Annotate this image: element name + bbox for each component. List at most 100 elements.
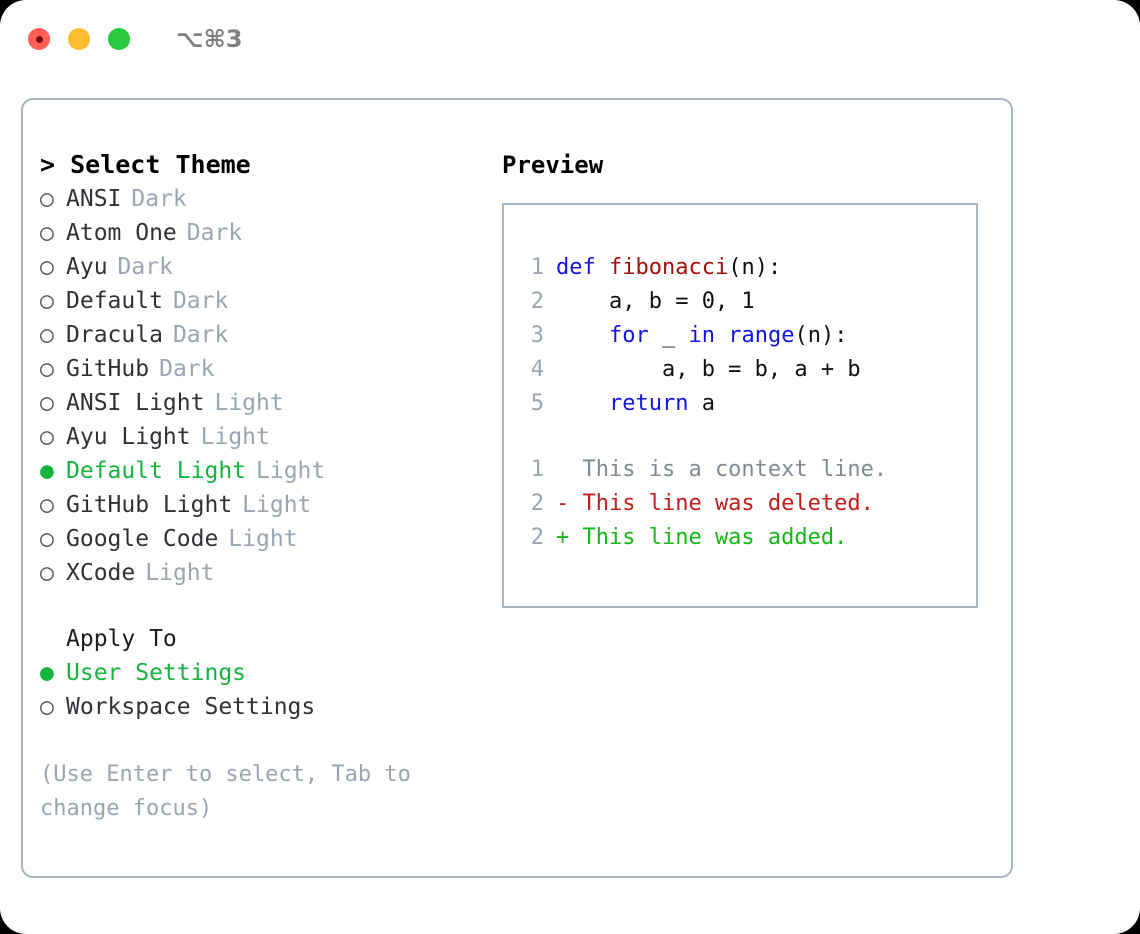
code-line: 4 a, b = b, a + b — [516, 353, 968, 387]
keyboard-shortcut-label: ⌥⌘3 — [176, 25, 243, 53]
theme-option-ayu[interactable]: ○ Ayu Dark — [40, 250, 500, 284]
radio-unselected-icon: ○ — [40, 220, 54, 246]
diff-line-del: 2 - This line was deleted. — [516, 487, 968, 521]
code-line: 1 def fibonacci(n): — [516, 251, 968, 285]
theme-option-default-light[interactable]: ● Default Light Light — [40, 454, 500, 488]
window-controls — [28, 28, 130, 50]
code-line-content: for _ in range(n): — [556, 319, 847, 353]
code-token-fn: fibonacci — [608, 255, 729, 280]
code-line-content: return a — [556, 387, 715, 421]
code-line-content: def fibonacci(n): — [556, 251, 781, 285]
diff-line-number: 2 — [530, 491, 544, 516]
code-token-plain — [556, 323, 609, 348]
apply-to-header: Apply To — [66, 626, 177, 652]
theme-variant-tag: Light — [256, 458, 326, 484]
theme-variant-tag: Dark — [172, 288, 229, 314]
preview-label: Preview — [502, 151, 604, 179]
code-line-content: a, b = 0, 1 — [556, 285, 755, 319]
code-token-kw: return — [608, 391, 689, 416]
theme-variant-tag: Dark — [186, 220, 243, 246]
radio-unselected-icon: ○ — [40, 526, 54, 552]
code-token-plain: a, b = b, a + b — [556, 357, 861, 382]
code-token-plain: a, b = 0, 1 — [556, 289, 755, 314]
theme-variant-tag: Dark — [172, 322, 229, 348]
theme-option-default[interactable]: ○ Default Dark — [40, 284, 500, 318]
close-icon — [35, 35, 43, 43]
diff-line-text: This is a context line. — [556, 457, 888, 482]
code-line-number: 1 — [530, 255, 544, 280]
code-line-number: 2 — [530, 289, 544, 314]
apply-to-option-user-settings[interactable]: ● User Settings — [40, 656, 500, 690]
code-token-kw: def — [556, 255, 609, 280]
diff-line-number: 1 — [530, 457, 544, 482]
theme-variant-tag: Light — [242, 492, 312, 518]
apply-to-list: ● User Settings ○ Workspace Settings — [40, 656, 500, 724]
theme-variant-tag: Light — [145, 560, 215, 586]
theme-variant-tag: Dark — [131, 186, 187, 212]
theme-option-github[interactable]: ○ GitHub Dark — [40, 352, 500, 386]
radio-unselected-icon: ○ — [40, 694, 54, 720]
keyboard-hint: (Use Enter to select, Tab to change focu… — [40, 762, 425, 821]
diff-line-text: - This line was deleted. — [556, 491, 874, 516]
theme-option-label: ANSI Light — [66, 390, 205, 416]
radio-unselected-icon: ○ — [40, 288, 54, 314]
code-token-kw: in — [688, 323, 715, 348]
theme-option-label: Atom One — [66, 220, 177, 246]
code-token-plain — [715, 323, 728, 348]
code-token-plain: _ — [648, 323, 689, 348]
code-line-content: a, b = b, a + b — [556, 353, 861, 387]
theme-option-dracula[interactable]: ○ Dracula Dark — [40, 318, 500, 352]
code-token-plain: (n): — [794, 323, 848, 348]
code-line-number: 5 — [530, 391, 544, 416]
close-button[interactable] — [28, 28, 50, 50]
theme-option-label: GitHub — [66, 356, 150, 382]
radio-selected-icon: ● — [40, 660, 54, 686]
code-token-plain — [556, 391, 609, 416]
theme-variant-tag: Dark — [159, 356, 215, 382]
theme-option-atom-one[interactable]: ○ Atom One Dark — [40, 216, 500, 250]
diff-sample: 1 This is a context line. 2 - This line wa… — [516, 453, 968, 555]
radio-unselected-icon: ○ — [40, 254, 54, 280]
maximize-button[interactable] — [108, 28, 130, 50]
diff-line-add: 2+ This line was added. — [516, 521, 968, 555]
apply-to-option-workspace-settings[interactable]: ○ Workspace Settings — [40, 690, 500, 724]
radio-unselected-icon: ○ — [40, 322, 54, 348]
theme-option-label: Default — [66, 288, 163, 314]
theme-option-label: Dracula — [66, 322, 163, 348]
minimize-button[interactable] — [68, 28, 90, 50]
radio-unselected-icon: ○ — [40, 356, 54, 382]
select-theme-header: > Select Theme — [40, 150, 251, 179]
radio-selected-icon: ● — [40, 458, 54, 484]
code-line: 2 a, b = 0, 1 — [516, 285, 968, 319]
apply-to-option-label: User Settings — [66, 660, 247, 686]
radio-unselected-icon: ○ — [40, 492, 54, 518]
theme-option-label: Google Code — [66, 526, 219, 552]
theme-option-label: Default Light — [66, 458, 247, 484]
theme-option-label: ANSI — [66, 186, 122, 212]
code-line: 3 for _ in range(n): — [516, 319, 968, 353]
diff-line-ctx: 1 This is a context line. — [516, 453, 968, 487]
theme-variant-tag: Dark — [117, 254, 173, 280]
theme-option-label: Ayu — [66, 254, 108, 280]
code-token-plain: (n): — [728, 255, 782, 280]
radio-unselected-icon: ○ — [40, 424, 54, 450]
code-token-kw: range — [728, 323, 795, 348]
code-line-number: 3 — [530, 323, 544, 348]
theme-variant-tag: Light — [200, 424, 270, 450]
title-bar: ⌥⌘3 — [0, 0, 1140, 78]
apply-to-option-label: Workspace Settings — [66, 694, 316, 720]
theme-variant-tag: Light — [228, 526, 298, 552]
theme-option-google-code[interactable]: ○ Google Code Light — [40, 522, 500, 556]
code-line-number: 4 — [530, 357, 544, 382]
